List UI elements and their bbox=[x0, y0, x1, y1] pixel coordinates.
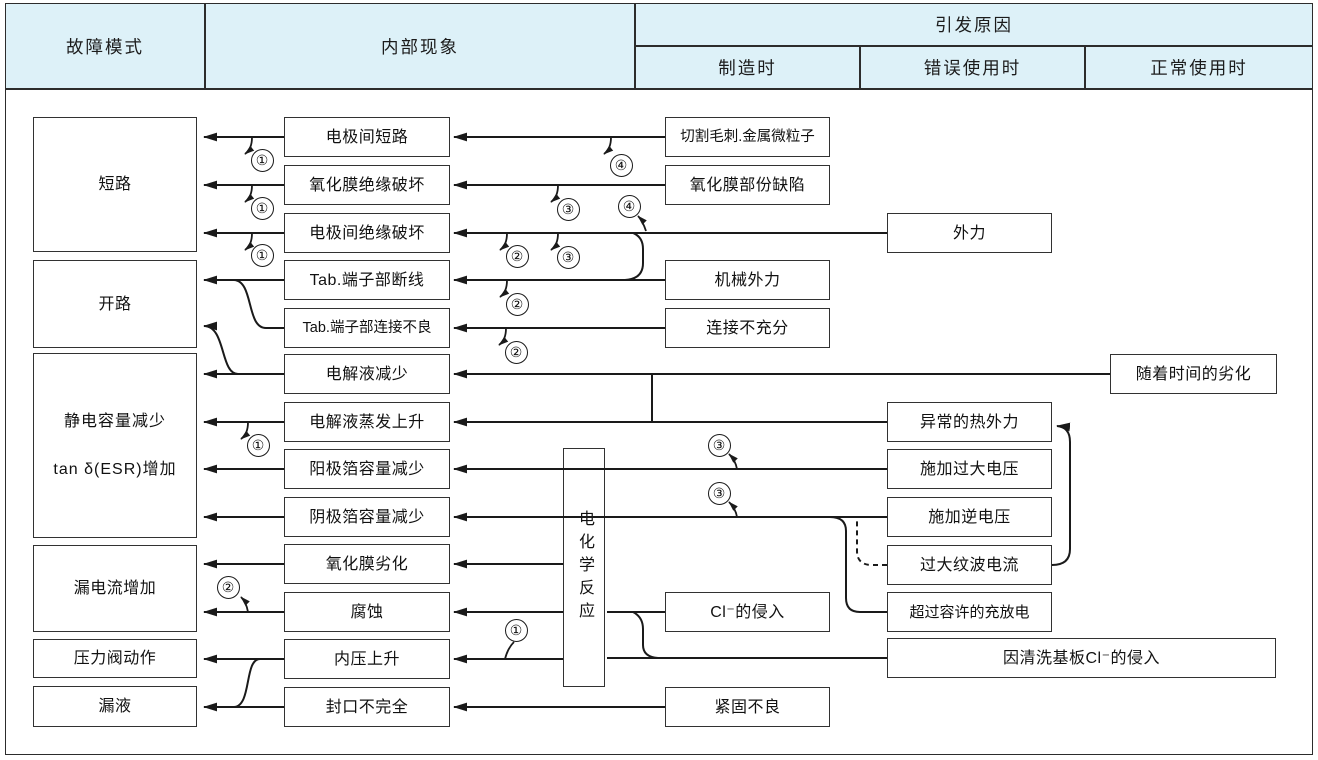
fault-mode-box-3: 静电容量减少 tan δ(ESR)增加 bbox=[33, 353, 197, 538]
fault-mode-box-4: 漏电流增加 bbox=[33, 545, 197, 632]
fault-mode-box-6: 漏液 bbox=[33, 686, 197, 727]
cause-manufacturing-box-1: 切割毛刺.金属微粒子 bbox=[665, 117, 830, 157]
internal-phenomenon-box-11: 腐蚀 bbox=[284, 592, 450, 632]
connector-number-15: ④ bbox=[617, 194, 641, 218]
connector-number-9: ② bbox=[216, 575, 240, 599]
cause-manufacturing-box-2: 氧化膜部份缺陷 bbox=[665, 165, 830, 205]
connector-number-13: ③ bbox=[707, 481, 731, 505]
internal-phenomenon-box-3: 电极间绝缘破坏 bbox=[284, 213, 450, 253]
connector-number-5: ① bbox=[504, 618, 528, 642]
cause-misuse-box-5: 过大纹波电流 bbox=[887, 545, 1052, 585]
cause-manufacturing-box-5: Cl⁻的侵入 bbox=[665, 592, 830, 632]
connector-number-11: ③ bbox=[556, 245, 580, 269]
internal-phenomenon-box-2: 氧化膜绝缘破坏 bbox=[284, 165, 450, 205]
fault-mode-box-2: 开路 bbox=[33, 260, 197, 348]
cause-manufacturing-box-3: 机械外力 bbox=[665, 260, 830, 300]
connector-number-7: ② bbox=[505, 292, 529, 316]
connector-number-10: ③ bbox=[556, 197, 580, 221]
connector-number-1: ① bbox=[250, 148, 274, 172]
fault-side-arrows bbox=[203, 132, 284, 712]
cause-side-arrows bbox=[453, 132, 1110, 712]
connector-hooks bbox=[240, 136, 738, 660]
internal-phenomenon-box-13: 封口不完全 bbox=[284, 687, 450, 727]
cause-misuse-box-1: 外力 bbox=[887, 213, 1052, 253]
connector-number-6: ② bbox=[505, 244, 529, 268]
header-cell-cause-manufacturing: 制造时 bbox=[635, 46, 860, 89]
internal-phenomenon-box-1: 电极间短路 bbox=[284, 117, 450, 157]
cause-misuse-box-6: 超过容许的充放电 bbox=[887, 592, 1052, 632]
internal-phenomenon-box-9: 阴极箔容量减少 bbox=[284, 497, 450, 537]
header-cell-fault-mode: 故障模式 bbox=[5, 3, 205, 89]
internal-phenomenon-box-6: 电解液减少 bbox=[284, 354, 450, 394]
connector-number-12: ③ bbox=[707, 433, 731, 457]
connector-number-8: ② bbox=[504, 340, 528, 364]
cause-misuse-box-3: 施加过大电压 bbox=[887, 449, 1052, 489]
internal-phenomenon-box-4: Tab.端子部断线 bbox=[284, 260, 450, 300]
cause-misuse-box-2: 异常的热外力 bbox=[887, 402, 1052, 442]
internal-phenomenon-box-12: 内压上升 bbox=[284, 639, 450, 679]
connector-number-2: ① bbox=[250, 196, 274, 220]
cause-manufacturing-box-4: 连接不充分 bbox=[665, 308, 830, 348]
fault-mode-box-5: 压力阀动作 bbox=[33, 639, 197, 678]
header-cell-cause-normal-use: 正常使用时 bbox=[1085, 46, 1313, 89]
internal-phenomenon-box-10: 氧化膜劣化 bbox=[284, 544, 450, 584]
header-cell-internal-phenomenon: 内部现象 bbox=[205, 3, 635, 89]
connector-number-3: ① bbox=[250, 243, 274, 267]
internal-phenomenon-box-5: Tab.端子部连接不良 bbox=[284, 308, 450, 348]
fault-mode-box-1: 短路 bbox=[33, 117, 197, 252]
cause-normal-use-box-1: 随着时间的劣化 bbox=[1110, 354, 1277, 394]
header-cell-cause-misuse: 错误使用时 bbox=[860, 46, 1085, 89]
cause-misuse-box-4: 施加逆电压 bbox=[887, 497, 1052, 537]
electrochemical-reaction-box-1: 电化学反应 bbox=[563, 448, 605, 687]
internal-phenomenon-box-7: 电解液蒸发上升 bbox=[284, 402, 450, 442]
cause-manufacturing-box-6: 紧固不良 bbox=[665, 687, 830, 727]
internal-phenomenon-box-8: 阳极箔容量减少 bbox=[284, 449, 450, 489]
connector-number-14: ④ bbox=[609, 153, 633, 177]
header-cell-cause: 引发原因 bbox=[635, 3, 1313, 46]
cause-misuse-box-7: 因清洗基板Cl⁻的侵入 bbox=[887, 638, 1276, 678]
connector-number-4: ① bbox=[246, 433, 270, 457]
